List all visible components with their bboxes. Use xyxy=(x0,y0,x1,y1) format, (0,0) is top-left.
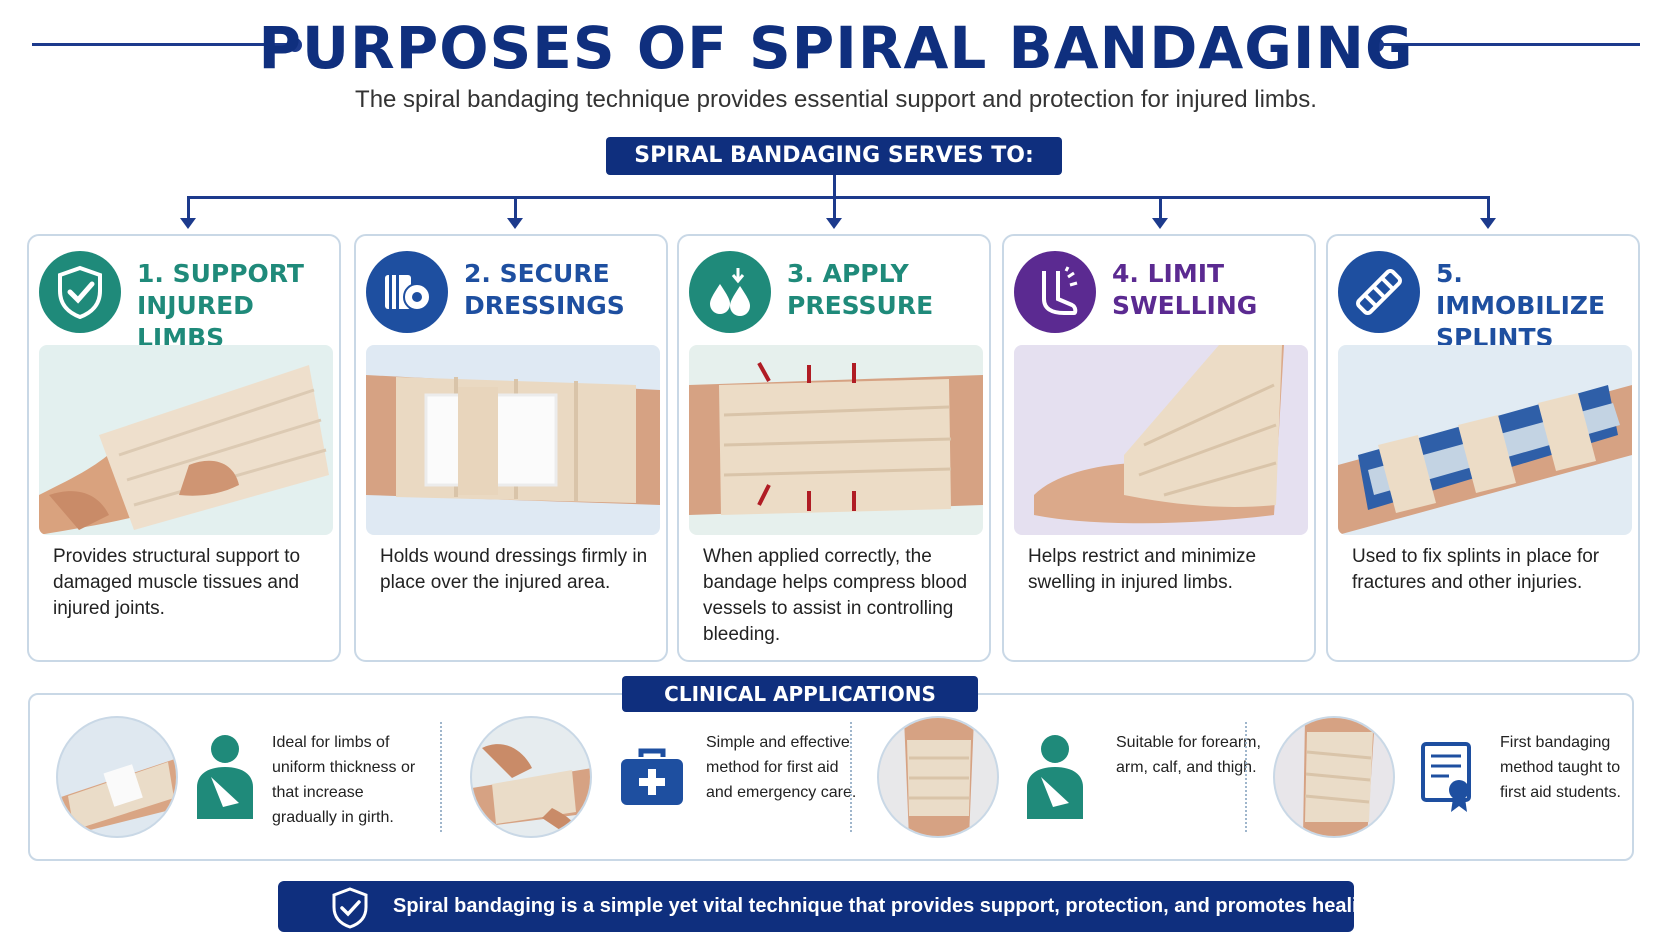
certificate-icon xyxy=(1414,732,1484,822)
connector-arrow-2 xyxy=(507,218,523,229)
clinical-divider-3 xyxy=(1245,722,1247,832)
swollen-foot-icon xyxy=(1014,251,1096,333)
purpose-card-immobilize: 5. IMMOBILIZE SPLINTS Used to fix splint… xyxy=(1326,234,1640,662)
purpose-card-secure: 2. SECURE DRESSINGS Holds wound dressing… xyxy=(354,234,668,662)
photo-splinted-arm xyxy=(1338,345,1632,535)
serves-label: SPIRAL BANDAGING SERVES TO: xyxy=(606,137,1062,175)
purpose-desc-4: Helps restrict and minimize swelling in … xyxy=(1028,546,1257,593)
photo-bandaged-foot xyxy=(1014,345,1308,535)
splint-icon xyxy=(1338,251,1420,333)
clinical-applications-label: CLINICAL APPLICATIONS xyxy=(622,676,978,712)
connector-arrow-4 xyxy=(1152,218,1168,229)
purpose-title-1: 1. SUPPORT xyxy=(137,259,304,288)
clinical-photo-4 xyxy=(1273,716,1395,838)
purpose-title-4: 4. LIMIT xyxy=(1112,259,1225,288)
clinical-photo-1 xyxy=(56,716,178,838)
clinical-text-4: First bandaging method taught to first a… xyxy=(1500,734,1621,801)
drops-icon xyxy=(689,251,771,333)
purpose-card-support: 1. SUPPORT INJURED LIMBS Provides struct… xyxy=(27,234,341,662)
purpose-desc-1: Provides structural support to damaged m… xyxy=(53,546,301,619)
purpose-desc-2: Holds wound dressings firmly in place ov… xyxy=(380,546,648,593)
clinical-text-1: Ideal for limbs of uniform thickness or … xyxy=(272,734,416,826)
purpose-title-2: 2. SECURE xyxy=(464,259,610,288)
connector-arrow-1 xyxy=(180,218,196,229)
clinical-divider-1 xyxy=(440,722,442,832)
purpose-subtitle-2: DRESSINGS xyxy=(464,291,625,320)
first-aid-kit-icon xyxy=(617,732,687,822)
connector-drop-1 xyxy=(187,196,190,218)
connector-drop-3 xyxy=(833,196,836,218)
connector-bar xyxy=(187,196,1489,199)
purpose-subtitle-3: PRESSURE xyxy=(787,291,934,320)
connector-arrow-3 xyxy=(826,218,842,229)
footer-text: Spiral bandaging is a simple yet vital t… xyxy=(393,895,1388,917)
purpose-title-5: 5. IMMOBILIZE xyxy=(1436,259,1606,320)
person-sling-icon-2 xyxy=(1020,732,1090,822)
purpose-card-swelling: 4. LIMIT SWELLING Helps restrict and min… xyxy=(1002,234,1316,662)
clinical-text-2: Simple and effective method for first ai… xyxy=(706,734,857,801)
clinical-text-3: Suitable for forearm, arm, calf, and thi… xyxy=(1116,734,1261,776)
shield-check-icon-footer xyxy=(330,887,370,929)
photo-pressure-bandage xyxy=(689,345,983,535)
connector-drop-4 xyxy=(1159,196,1162,218)
connector-arrow-5 xyxy=(1480,218,1496,229)
clinical-photo-3 xyxy=(877,716,999,838)
purpose-desc-3: When applied correctly, the bandage help… xyxy=(703,546,968,645)
page-title: PURPOSES OF SPIRAL BANDAGING xyxy=(258,14,1414,82)
title-rule-right-dot xyxy=(1370,38,1384,52)
footer-banner xyxy=(278,881,1354,932)
page-subtitle: The spiral bandaging technique provides … xyxy=(355,86,1317,113)
purpose-subtitle-4: SWELLING xyxy=(1112,291,1258,320)
purpose-desc-5: Used to fix splints in place for fractur… xyxy=(1352,546,1600,593)
title-rule-left-dot xyxy=(288,38,302,52)
purpose-card-pressure: 3. APPLY PRESSURE When applied correctly… xyxy=(677,234,991,662)
clinical-divider-2 xyxy=(850,722,852,832)
bandage-roll-icon xyxy=(366,251,448,333)
shield-check-icon xyxy=(39,251,121,333)
photo-bandaged-hand xyxy=(39,345,333,535)
connector-drop-2 xyxy=(514,196,517,218)
purpose-title-3: 3. APPLY xyxy=(787,259,909,288)
clinical-photo-2 xyxy=(470,716,592,838)
photo-dressing-arm xyxy=(366,345,660,535)
connector-trunk xyxy=(833,175,836,198)
connector-drop-5 xyxy=(1487,196,1490,218)
title-rule-left xyxy=(32,43,294,46)
title-rule-right xyxy=(1378,43,1640,46)
person-sling-icon xyxy=(190,732,260,822)
